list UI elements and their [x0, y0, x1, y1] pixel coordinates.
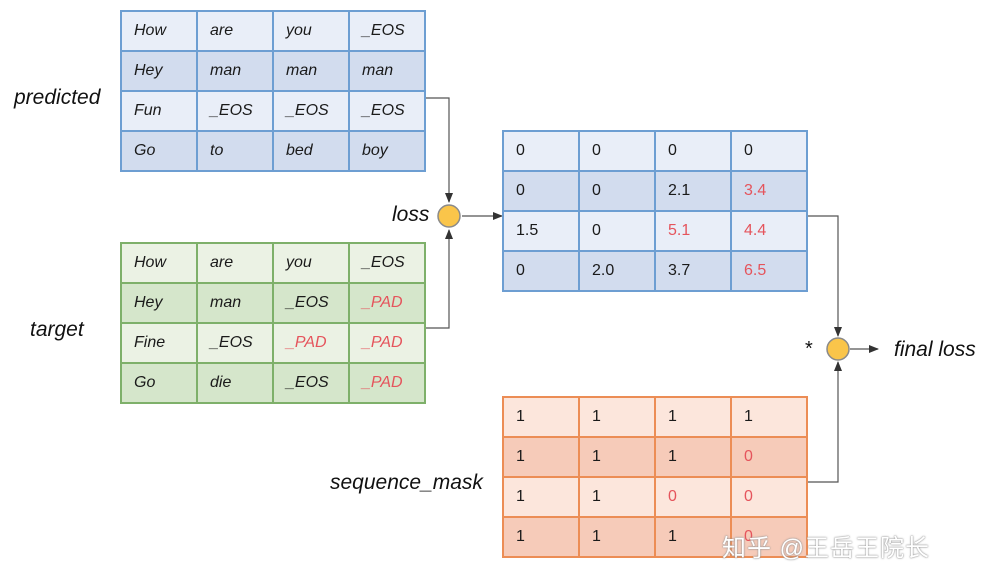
table-cell: 1	[502, 436, 580, 478]
table-cell: _EOS	[272, 90, 350, 132]
table-cell: you	[272, 10, 350, 52]
sequence-mask-label: sequence_mask	[330, 471, 483, 494]
table-row: Fun_EOS_EOS_EOS	[120, 90, 426, 132]
table-cell: bed	[272, 130, 350, 172]
loss-label: loss	[392, 203, 430, 226]
table-cell: 0	[502, 250, 580, 292]
table-cell: 0	[502, 170, 580, 212]
table-cell: 0	[730, 476, 808, 518]
table-cell: 2.1	[654, 170, 732, 212]
table-cell: are	[196, 242, 274, 284]
table-cell: _PAD	[348, 362, 426, 404]
table-cell: 1	[578, 396, 656, 438]
table-cell: _EOS	[348, 90, 426, 132]
target-label: target	[30, 318, 84, 341]
table-cell: you	[272, 242, 350, 284]
table-cell: 2.0	[578, 250, 656, 292]
table-cell: 5.1	[654, 210, 732, 252]
final-loss-label: final loss	[894, 338, 976, 361]
table-cell: 3.7	[654, 250, 732, 292]
table-cell: man	[196, 282, 274, 324]
table-cell: 1	[578, 436, 656, 478]
table-cell: 1	[654, 436, 732, 478]
table-cell: _EOS	[348, 10, 426, 52]
multiply-label: *	[805, 338, 813, 360]
table-cell: 1	[654, 396, 732, 438]
table-cell: die	[196, 362, 274, 404]
table-cell: man	[196, 50, 274, 92]
table-cell: _EOS	[196, 322, 274, 364]
watermark: 知乎 @王岳王院长	[722, 535, 931, 562]
table-cell: _EOS	[272, 362, 350, 404]
table-cell: man	[272, 50, 350, 92]
table-cell: 0	[502, 130, 580, 172]
table-cell: man	[348, 50, 426, 92]
table-cell: 1	[654, 516, 732, 558]
table-cell: _PAD	[348, 282, 426, 324]
table-cell: 0	[578, 130, 656, 172]
table-cell: 4.4	[730, 210, 808, 252]
table-cell: Fine	[120, 322, 198, 364]
table-cell: Go	[120, 130, 198, 172]
table-cell: 6.5	[730, 250, 808, 292]
table-cell: _EOS	[272, 282, 350, 324]
table-cell: Hey	[120, 50, 198, 92]
table-cell: 1.5	[502, 210, 580, 252]
table-cell: 1	[578, 476, 656, 518]
table-cell: are	[196, 10, 274, 52]
table-cell: 0	[654, 476, 732, 518]
table-cell: 0	[730, 516, 808, 558]
table-cell: to	[196, 130, 274, 172]
table-cell: Hey	[120, 282, 198, 324]
table-cell: 0	[578, 170, 656, 212]
table-cell: 0	[730, 436, 808, 478]
table-cell: 1	[502, 396, 580, 438]
table-cell: _EOS	[348, 242, 426, 284]
table-cell: 1	[502, 516, 580, 558]
table-cell: boy	[348, 130, 426, 172]
table-cell: 0	[730, 130, 808, 172]
table-cell: How	[120, 242, 198, 284]
loss-operator-node	[437, 204, 461, 228]
table-cell: _EOS	[196, 90, 274, 132]
table-cell: How	[120, 10, 198, 52]
table-cell: 1	[730, 396, 808, 438]
multiply-operator-node	[826, 337, 850, 361]
table-row: Fine_EOS_PAD_PAD	[120, 322, 426, 364]
table-cell: 0	[578, 210, 656, 252]
predicted-label: predicted	[14, 86, 101, 109]
table-cell: 0	[654, 130, 732, 172]
table-cell: _PAD	[272, 322, 350, 364]
table-cell: Go	[120, 362, 198, 404]
table-cell: 1	[578, 516, 656, 558]
table-cell: _PAD	[348, 322, 426, 364]
table-cell: 1	[502, 476, 580, 518]
table-cell: 3.4	[730, 170, 808, 212]
table-cell: Fun	[120, 90, 198, 132]
